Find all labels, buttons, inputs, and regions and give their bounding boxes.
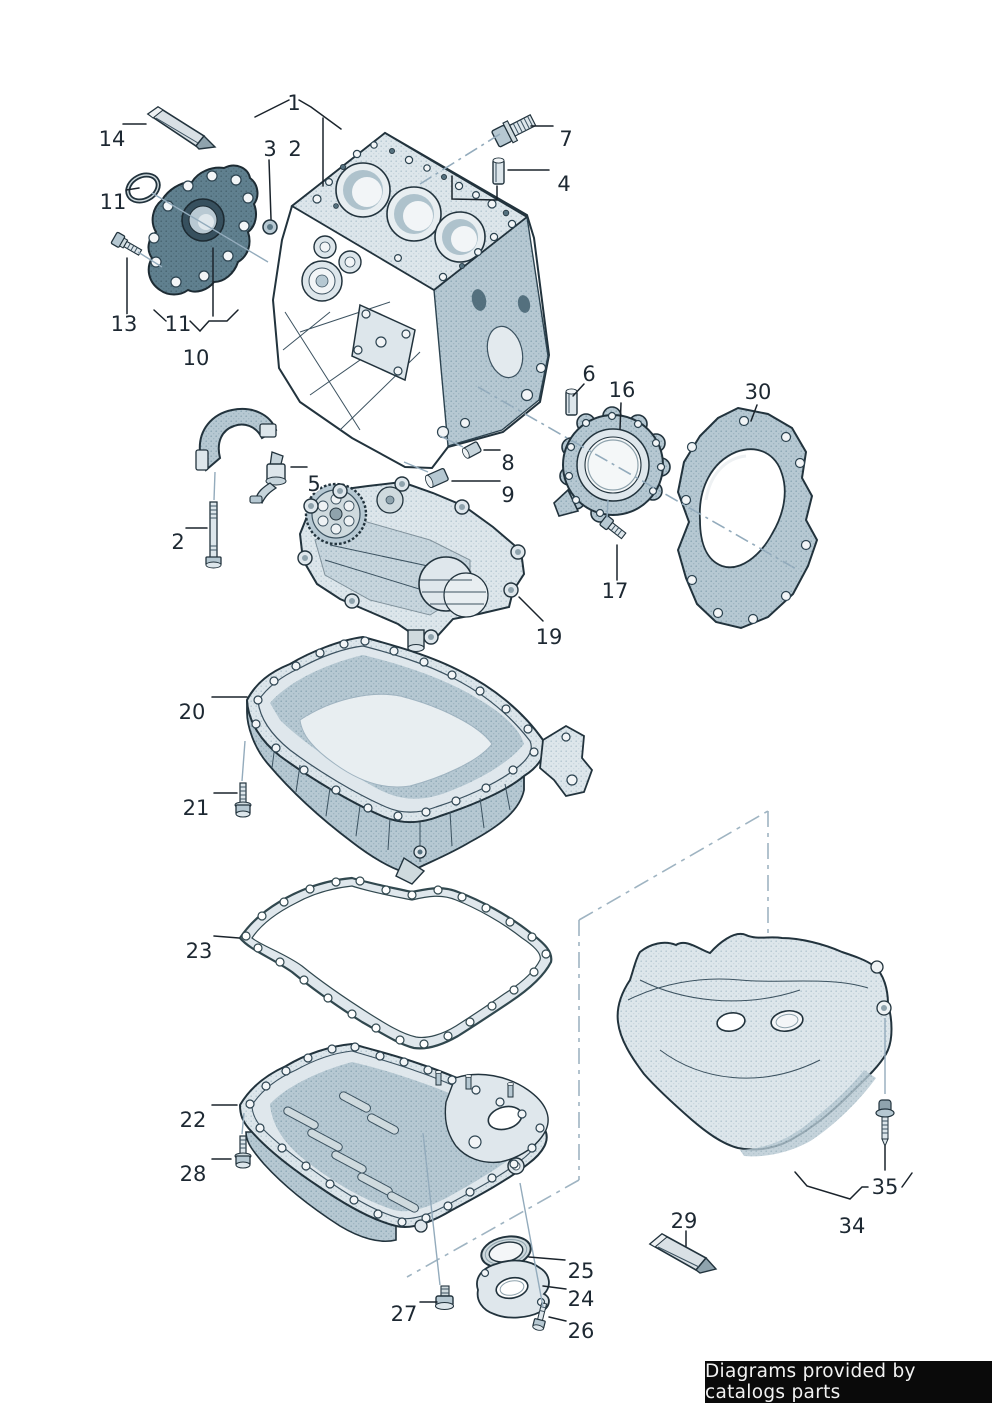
sump-studs bbox=[435, 1070, 514, 1098]
sump-gasket-23 bbox=[238, 876, 553, 1050]
footer-credit-text: Diagrams provided by catalogs parts bbox=[705, 1361, 916, 1403]
sealant-tube-29 bbox=[648, 1233, 718, 1274]
dowel-sleeve-9 bbox=[425, 467, 449, 489]
variant-boundary-lines bbox=[406, 810, 769, 1278]
screw-35 bbox=[875, 1099, 895, 1148]
callout-2b: 2 bbox=[171, 530, 184, 554]
oil-nozzle-5 bbox=[249, 451, 287, 505]
nut-3 bbox=[262, 219, 278, 235]
callout-23: 23 bbox=[186, 939, 213, 963]
upper-oil-sump-20 bbox=[245, 635, 594, 885]
footer-credit-bar: Diagrams provided by catalogs parts bbox=[705, 1361, 992, 1403]
callout-34: 34 bbox=[839, 1214, 866, 1238]
callout-11b: 11 bbox=[165, 312, 192, 336]
dowel-sleeve-6 bbox=[565, 388, 578, 416]
callout-30: 30 bbox=[745, 380, 772, 404]
cylinder-block bbox=[271, 131, 551, 470]
callout-1: 1 bbox=[287, 91, 300, 115]
callout-28: 28 bbox=[180, 1162, 207, 1186]
callout-21: 21 bbox=[183, 796, 210, 820]
callout-13: 13 bbox=[111, 312, 138, 336]
bolt-28 bbox=[234, 1135, 252, 1169]
callout-35: 35 bbox=[872, 1175, 899, 1199]
callout-9: 9 bbox=[501, 483, 514, 507]
callout-5: 5 bbox=[307, 472, 320, 496]
leader-lines bbox=[122, 99, 913, 1322]
callout-6: 6 bbox=[582, 362, 595, 386]
dowel-sleeve-8 bbox=[461, 441, 482, 459]
callout-19: 19 bbox=[536, 625, 563, 649]
lower-oil-sump-22 bbox=[238, 1042, 549, 1242]
callout-2a: 2 bbox=[288, 137, 301, 161]
callout-16: 16 bbox=[609, 378, 636, 402]
bolt-13 bbox=[110, 231, 143, 256]
callout-22: 22 bbox=[180, 1108, 207, 1132]
bolt-26 bbox=[532, 1302, 548, 1331]
dowel-sleeve-4 bbox=[492, 157, 505, 185]
callout-4: 4 bbox=[557, 172, 570, 196]
callout-11a: 11 bbox=[100, 190, 127, 214]
callout-25: 25 bbox=[568, 1259, 595, 1283]
cylinder-bores bbox=[335, 162, 486, 263]
alternative-oil-sump-34 bbox=[616, 932, 893, 1157]
callout-29: 29 bbox=[671, 1209, 698, 1233]
sealant-tube-14 bbox=[146, 106, 217, 150]
front-seal-flange-10 bbox=[147, 164, 259, 296]
callout-14: 14 bbox=[99, 127, 126, 151]
oil-pump-module-19 bbox=[297, 476, 526, 653]
intermediate-plate-30 bbox=[676, 406, 819, 630]
construction-lines bbox=[137, 133, 886, 1308]
deck-holes bbox=[312, 141, 517, 282]
callout-27: 27 bbox=[391, 1302, 418, 1326]
callout-26: 26 bbox=[568, 1319, 595, 1343]
bolt-17 bbox=[599, 515, 627, 540]
sump-floor-slots bbox=[283, 1091, 419, 1213]
callout-20: 20 bbox=[179, 700, 206, 724]
drain-plug-27 bbox=[434, 1285, 455, 1311]
oring-11 bbox=[125, 172, 161, 204]
bolt-21 bbox=[234, 782, 252, 818]
screw-plug-7 bbox=[491, 114, 537, 148]
closure-flange-24 bbox=[476, 1259, 550, 1319]
callout-24: 24 bbox=[568, 1287, 595, 1311]
bearing-saddle bbox=[195, 408, 278, 472]
callout-7: 7 bbox=[559, 127, 572, 151]
callout-3: 3 bbox=[263, 137, 276, 161]
main-bearing-bolt-2 bbox=[205, 501, 222, 569]
callout-labels: 14 1 3 2 7 4 11 13 11 10 6 16 30 5 8 9 2… bbox=[97, 90, 900, 1345]
block-front-face bbox=[282, 235, 421, 431]
block-side-face bbox=[436, 289, 547, 439]
callout-17: 17 bbox=[602, 579, 629, 603]
callout-10: 10 bbox=[183, 346, 210, 370]
callout-8: 8 bbox=[501, 451, 514, 475]
